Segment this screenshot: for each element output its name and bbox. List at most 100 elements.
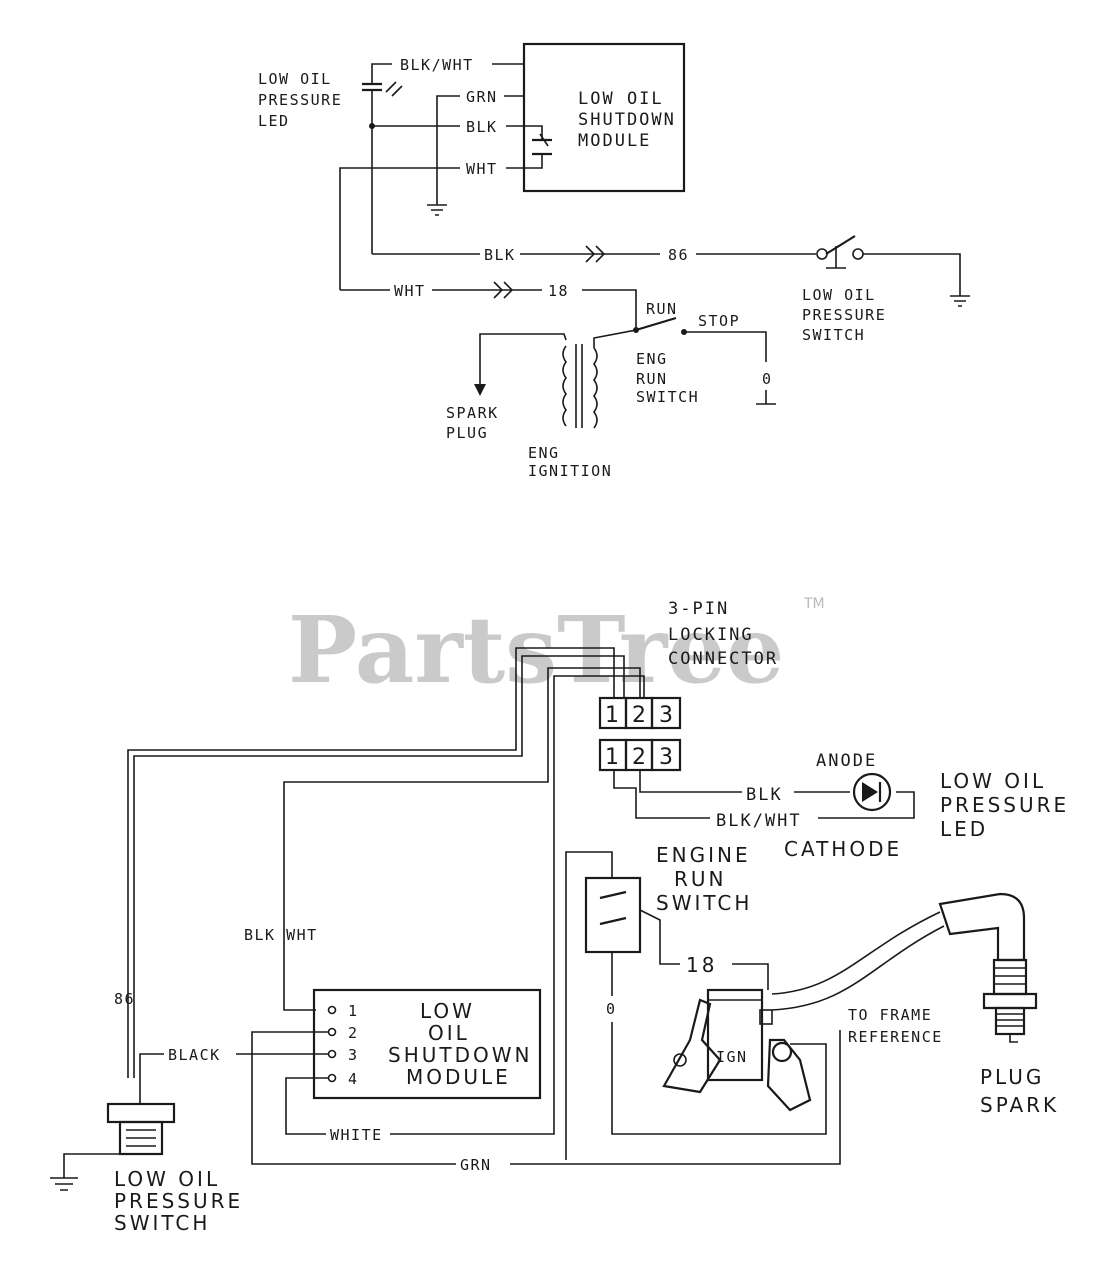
connector-upper-pin-2: 2	[632, 703, 646, 728]
top-led-wire-up	[371, 63, 392, 84]
top-led-arrows-icon	[385, 81, 403, 97]
top-run-switch-arm	[635, 316, 677, 332]
wire-86-inner	[133, 655, 625, 1078]
top-pressure-switch-label-2: PRESSURE	[802, 306, 886, 324]
bottom-wire-white: WHITE	[330, 1126, 383, 1144]
top-connector-chevron-icon-1	[585, 245, 606, 263]
watermark-text: PartsTree	[288, 596, 784, 704]
top-wire-blk-wht: BLK/WHT	[400, 56, 474, 74]
top-pressure-switch-base	[826, 246, 846, 269]
top-stop-label: STOP	[698, 312, 740, 330]
bottom-pressure-switch-body	[118, 1120, 164, 1156]
bottom-frame-ref-1: TO FRAME	[848, 1006, 932, 1024]
top-wire-wht-run: WHT	[394, 282, 426, 300]
spark-cable-top	[771, 911, 941, 995]
bottom-module-label-4: MODULE	[406, 1065, 511, 1089]
bottom-module-pin-1: 1	[348, 1002, 359, 1020]
bottom-connector-label-2: LOCKING	[668, 625, 754, 645]
ignition-right-hole	[771, 1041, 793, 1063]
wire-run-switch-18-right	[732, 963, 769, 990]
top-ground-icon-1	[427, 204, 447, 216]
top-coil-primary	[593, 347, 598, 429]
bottom-pressure-switch-head	[106, 1102, 176, 1124]
bottom-connector-label-1: 3-PIN	[668, 599, 729, 619]
top-led-label-1: LOW OIL	[258, 70, 332, 88]
top-spark-lead	[479, 333, 567, 384]
top-connector-chevron-icon-2	[493, 281, 514, 299]
top-module-label-1: LOW OIL	[578, 89, 664, 109]
top-module-label-3: MODULE	[578, 131, 651, 151]
bottom-led-label-2: PRESSURE	[940, 793, 1069, 817]
bottom-module-pin-4: 4	[348, 1070, 359, 1088]
top-pressure-switch-label-3: SWITCH	[802, 326, 865, 344]
spark-plug-electrode	[1009, 1034, 1018, 1043]
wire-black-to-switch	[139, 1053, 164, 1104]
top-ignition-label-1: ENG	[528, 444, 560, 462]
bottom-led-label-3: LED	[940, 817, 988, 841]
top-wire-86: 86	[668, 246, 689, 264]
bottom-module-terminal-3	[327, 1049, 337, 1059]
bottom-ign-label: IGN	[716, 1048, 748, 1066]
wire-white-left	[285, 1077, 328, 1135]
bottom-run-switch-contact-2	[599, 916, 627, 926]
bottom-led-icon	[852, 772, 892, 812]
bottom-frame-ref-2: REFERENCE	[848, 1028, 943, 1046]
bottom-ground-icon	[50, 1177, 78, 1191]
top-pressure-switch-to-ground	[863, 253, 961, 296]
wire-0-to-frame	[611, 1022, 827, 1135]
top-blk-to-contact	[506, 125, 543, 140]
bottom-module-terminal-1	[327, 1005, 337, 1015]
ignition-terminal	[759, 1009, 773, 1025]
spark-plug-ribs	[994, 967, 1026, 985]
top-spark-arrow-icon	[474, 384, 486, 396]
connector-upper-pin-3: 3	[659, 703, 673, 728]
spark-plug-thread-lines	[996, 1013, 1024, 1027]
ignition-left-flange	[662, 998, 722, 1094]
bottom-module-label-1: LOW	[420, 999, 475, 1023]
wire-blk-wht-to-led	[613, 770, 710, 819]
top-stop-wire	[684, 331, 767, 362]
connector-lower-pin-3: 3	[659, 745, 673, 770]
bottom-run-switch-label-2: RUN	[674, 867, 727, 891]
top-wht-run-right	[582, 289, 637, 330]
wire-grn-left	[251, 1031, 456, 1165]
bottom-wire-86: 86	[114, 990, 135, 1008]
connector-lower-pin-2: 2	[632, 745, 646, 770]
spark-plug-insulator	[992, 958, 1028, 996]
bottom-pressure-switch-label-3: SWITCH	[114, 1211, 210, 1235]
top-led-label-2: PRESSURE	[258, 91, 342, 109]
bottom-module-terminal-4	[327, 1073, 337, 1083]
wire-grn-right	[510, 1030, 841, 1165]
bottom-module-terminal-2	[327, 1027, 337, 1037]
connector-upper-cell-3	[650, 696, 682, 730]
top-wire-18: 18	[548, 282, 569, 300]
bottom-led-label-1: LOW OIL	[940, 769, 1046, 793]
top-coil-primary-lead	[593, 329, 637, 348]
spark-cable-bottom	[771, 925, 945, 1011]
bottom-module-label-2: OIL	[428, 1021, 470, 1045]
ignition-right-flange	[766, 1038, 812, 1112]
connector-upper: 1 2 3	[598, 696, 682, 730]
bottom-module-pin-2: 2	[348, 1024, 359, 1042]
top-wire-blk: BLK	[466, 118, 498, 136]
bottom-pressure-switch-threads	[126, 1129, 156, 1147]
bottom-connector-label-3: CONNECTOR	[668, 649, 778, 669]
top-ground-icon-2	[950, 295, 970, 307]
bottom-module-box	[312, 988, 542, 1100]
wire-run-switch-18-left	[639, 909, 680, 965]
bottom-run-switch-label-1: ENGINE	[656, 843, 751, 867]
top-spark-plug-label-2: PLUG	[446, 424, 488, 442]
top-run-switch-label-3: SWITCH	[636, 388, 699, 406]
bottom-wire-blk-wht-vert: BLK WHT	[244, 926, 318, 944]
wire-blk-to-led	[639, 770, 742, 793]
wire-blk-wht-to-cathode	[818, 791, 915, 819]
bottom-wire-blk: BLK	[746, 785, 783, 805]
top-module-label-2: SHUTDOWN	[578, 110, 676, 130]
connector-lower-cell-3	[650, 738, 682, 772]
bottom-cathode-label: CATHODE	[784, 837, 902, 861]
top-ignition-label-2: IGNITION	[528, 462, 612, 480]
top-pressure-switch-contact-2	[852, 248, 864, 260]
spark-plug-hex	[982, 992, 1038, 1010]
